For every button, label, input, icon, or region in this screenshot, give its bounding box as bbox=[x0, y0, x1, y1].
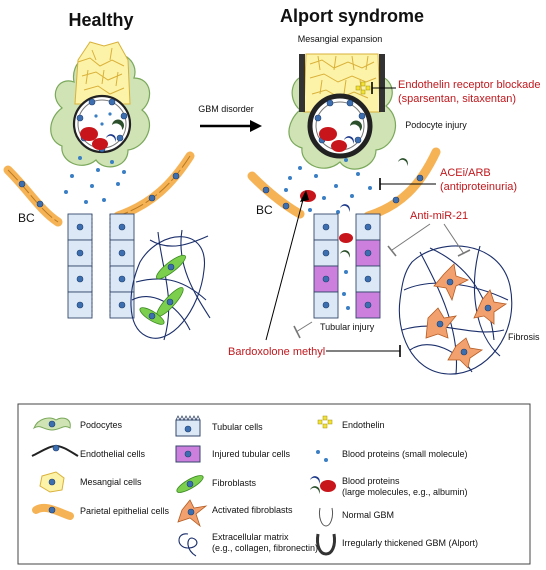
svg-text:Normal GBM: Normal GBM bbox=[342, 510, 394, 520]
svg-text:Mesangial cells: Mesangial cells bbox=[80, 477, 142, 487]
antimir-inhibition-tubule bbox=[387, 245, 397, 257]
svg-text:Blood proteins (small molecule: Blood proteins (small molecule) bbox=[342, 449, 468, 459]
bowman-capsule-left bbox=[3, 151, 195, 227]
bc-label-left: BC bbox=[18, 211, 35, 225]
svg-text:Irregularly thickened GBM (Alp: Irregularly thickened GBM (Alport) bbox=[342, 538, 478, 548]
bardoxolone-inhibition-tubule bbox=[293, 325, 301, 339]
svg-text:Blood proteins: Blood proteins bbox=[342, 476, 400, 486]
podocyte-injury-label: Podocyte injury bbox=[405, 120, 467, 130]
svg-text:(large molecules, e.g., albumi: (large molecules, e.g., albumin) bbox=[342, 487, 468, 497]
legend-thick-gbm: Irregularly thickened GBM (Alport) bbox=[316, 533, 478, 556]
antimir-inhibition-fibrosis bbox=[457, 249, 471, 257]
legend-activated-fibroblasts: Activated fibroblasts bbox=[177, 499, 293, 528]
legend-fibroblasts: Fibroblasts bbox=[176, 475, 257, 493]
endothelin-blockade-label: Endothelin receptor blockade bbox=[398, 79, 540, 91]
legend-normal-gbm: Normal GBM bbox=[319, 507, 394, 527]
svg-text:Tubular cells: Tubular cells bbox=[212, 422, 263, 432]
svg-text:Endothelial cells: Endothelial cells bbox=[80, 449, 146, 459]
fibrosis-label: Fibrosis bbox=[508, 332, 540, 342]
svg-text:Activated fibroblasts: Activated fibroblasts bbox=[212, 505, 293, 515]
legend-endothelial: Endothelial cells bbox=[31, 444, 146, 459]
svg-text:Fibroblasts: Fibroblasts bbox=[212, 478, 257, 488]
legend-large-proteins: Blood proteins (large molecules, e.g., a… bbox=[310, 476, 468, 497]
legend-tubular: Tubular cells bbox=[175, 415, 263, 437]
legend-parietal: Parietal epithelial cells bbox=[32, 503, 170, 520]
legend-podocytes: Podocytes bbox=[32, 417, 123, 431]
legend-endothelin-label: Endothelin bbox=[342, 420, 385, 430]
gbm-disorder-label: GBM disorder bbox=[198, 104, 254, 114]
tubular-injury-label: Tubular injury bbox=[320, 322, 375, 332]
svg-text:Injured tubular cells: Injured tubular cells bbox=[212, 449, 291, 459]
alport-glomerulus bbox=[288, 53, 397, 170]
legend-endothelin bbox=[317, 415, 333, 429]
tubule-right bbox=[313, 213, 381, 319]
title-healthy: Healthy bbox=[68, 10, 133, 30]
title-alport: Alport syndrome bbox=[280, 6, 424, 26]
legend-small-proteins: Blood proteins (small molecule) bbox=[316, 449, 468, 462]
legend-ecm: Extracellular matrix (e.g., collagen, fi… bbox=[178, 532, 318, 557]
legend-injured-tubular: Injured tubular cells bbox=[175, 445, 291, 463]
acei-label: ACEi/ARB bbox=[440, 167, 491, 179]
svg-text:(e.g., collagen, fibronectin): (e.g., collagen, fibronectin) bbox=[212, 543, 318, 553]
activated-fibroblasts bbox=[425, 263, 508, 369]
legend-mesangial: Mesangial cells bbox=[39, 471, 142, 493]
svg-text:Podocytes: Podocytes bbox=[80, 420, 123, 430]
acei-note: (antiproteinuria) bbox=[440, 181, 517, 193]
endothelin-blockade-drugs: (sparsentan, sitaxentan) bbox=[398, 93, 516, 105]
svg-text:Parietal epithelial cells: Parietal epithelial cells bbox=[80, 506, 170, 516]
healthy-glomerulus bbox=[50, 41, 151, 204]
bardoxolone-label: Bardoxolone methyl bbox=[228, 346, 325, 358]
mesangial-expansion-label: Mesangial expansion bbox=[298, 34, 383, 44]
antimir-label: Anti-miR-21 bbox=[410, 210, 468, 222]
svg-text:Extracellular matrix: Extracellular matrix bbox=[212, 532, 289, 542]
tubule-left bbox=[67, 213, 135, 319]
bowman-capsule-right bbox=[247, 147, 441, 221]
bardoxolone-arrow-head bbox=[300, 190, 309, 202]
healthy-interstitium bbox=[130, 229, 211, 341]
legend-box bbox=[17, 403, 531, 565]
bc-label-right: BC bbox=[256, 203, 273, 217]
